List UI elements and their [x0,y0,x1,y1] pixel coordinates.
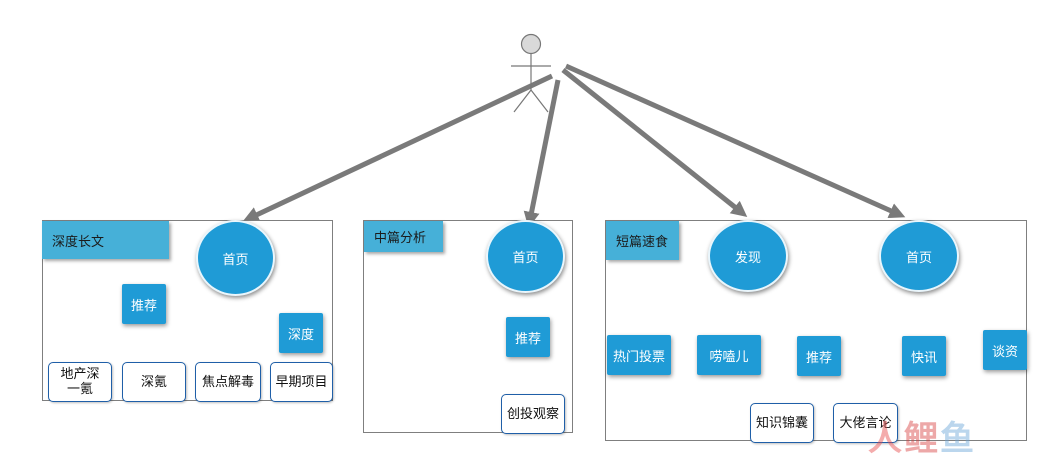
long-leaf-2[interactable]: 深氪 [122,362,186,402]
arrow-user-to-discover [561,68,748,217]
user-icon [511,33,551,113]
funding-talk-node[interactable]: 谈资 [983,330,1027,370]
arrow-user-to-short-home [564,63,906,219]
panel-short-tag: 短篇速食 [606,221,679,260]
discover-node[interactable]: 发现 [708,220,788,292]
panel-mid-tag: 中篇分析 [364,221,443,252]
panel-long-tag: 深度长文 [42,221,169,259]
long-leaf-1[interactable]: 地产深一氪 [48,362,112,402]
long-recommend-node[interactable]: 推荐 [122,284,166,324]
short-home-node[interactable]: 首页 [879,220,959,292]
mid-recommend-node[interactable]: 推荐 [506,317,550,357]
arrow-user-to-long-home [242,73,554,222]
chatter-node[interactable]: 唠嗑儿 [697,335,761,375]
short-recommend-node[interactable]: 推荐 [797,336,841,376]
knowledge-leaf[interactable]: 知识锦囊 [750,403,814,443]
long-leaf-3[interactable]: 焦点解毒 [195,362,261,402]
arrow-user-to-mid-home [523,79,561,228]
long-depth-node[interactable]: 深度 [279,313,323,353]
mid-home-node[interactable]: 首页 [486,220,565,293]
watermark-logo: 人鲤鱼 [868,419,976,459]
hot-vote-node[interactable]: 热门投票 [607,335,671,375]
flash-news-node[interactable]: 快讯 [902,336,946,376]
long-home-node[interactable]: 首页 [196,220,275,296]
mid-leaf[interactable]: 创投观察 [501,394,565,434]
long-leaf-4[interactable]: 早期项目 [270,362,333,402]
bigshot-leaf[interactable]: 大佬言论 [833,403,898,443]
